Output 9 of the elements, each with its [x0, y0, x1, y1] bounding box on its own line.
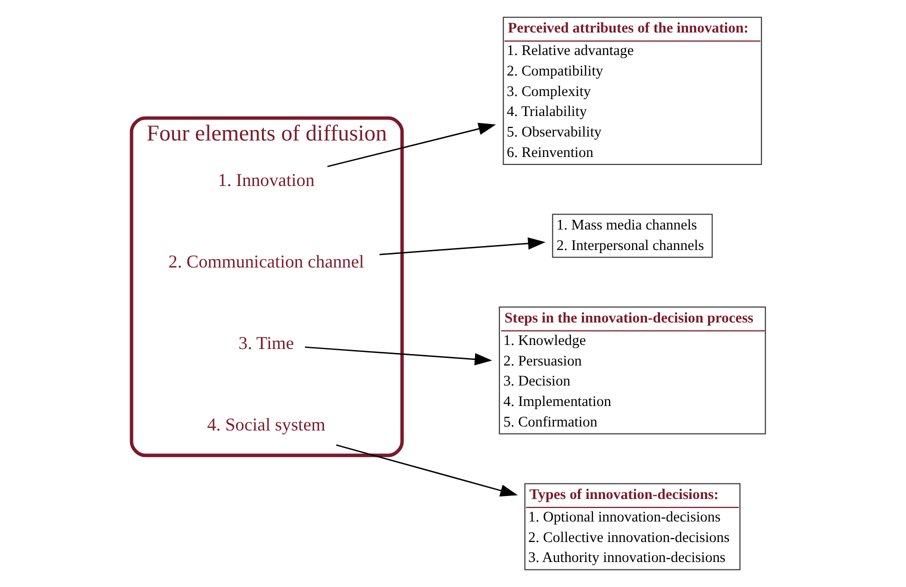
arrow [379, 237, 546, 256]
arrow [327, 122, 496, 168]
node-text: 4. Social system [207, 414, 326, 434]
node-text: 1. Innovation [218, 170, 315, 190]
arrow [336, 444, 518, 496]
node-text: 3. Time [238, 332, 294, 353]
node-box: 1. Mass media channels 2. Interpersonal channels [552, 214, 713, 258]
node-text: 2. Communication channel [168, 251, 364, 272]
arrow [304, 346, 492, 366]
